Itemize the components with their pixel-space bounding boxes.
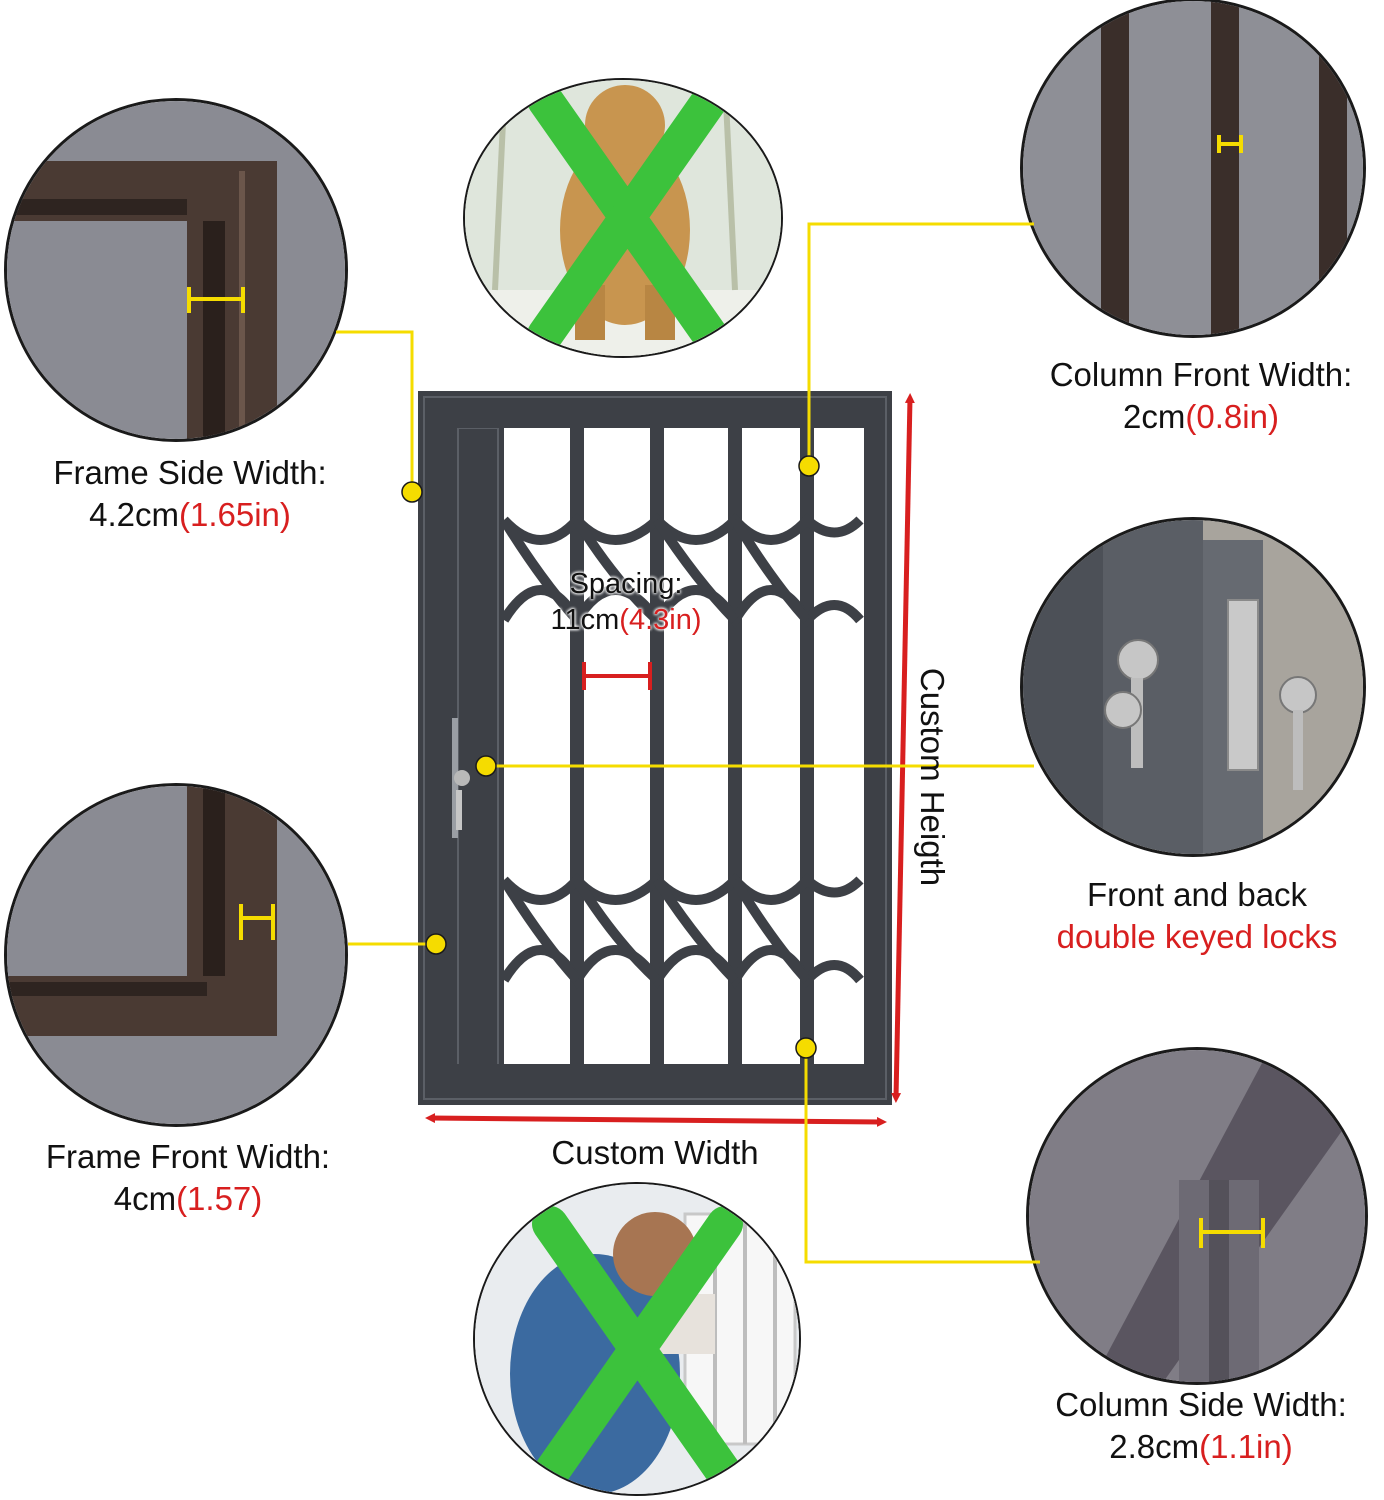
column-front-leader <box>807 222 1034 466</box>
spacing-label: Spacing: 11cm(4.3in) <box>514 566 738 638</box>
column-side-metric: 2.8cm <box>1109 1428 1200 1465</box>
spacing-title: Spacing: <box>569 568 683 600</box>
gate-columns <box>570 426 814 1078</box>
lock-detail-circle <box>1020 517 1366 857</box>
frame-front-imperial: (1.57) <box>176 1180 263 1217</box>
column-side-detail-image <box>1029 1050 1365 1382</box>
frame-front-title: Frame Front Width: <box>45 1138 331 1175</box>
spacing-marker <box>582 662 652 690</box>
frame-front-dot <box>425 933 447 955</box>
child-blocked-circle <box>473 1182 801 1496</box>
frame-side-title: Frame Side Width: <box>53 454 327 491</box>
frame-side-imperial: (1.65in) <box>178 496 291 533</box>
frame-side-detail-image <box>7 101 345 439</box>
frame-side-detail-circle <box>4 98 348 442</box>
frame-side-label: Frame Side Width: 4.2cm(1.65in) <box>10 452 370 536</box>
height-arrow <box>891 393 915 1103</box>
column-front-title: Column Front Width: <box>1049 356 1353 393</box>
column-front-imperial: (0.8in) <box>1185 398 1279 435</box>
column-side-dot <box>795 1037 817 1059</box>
frame-side-leader <box>336 330 414 492</box>
spacing-imperial: (4.3in) <box>619 604 702 636</box>
gate-stile <box>452 422 504 1078</box>
custom-height-label: Custom Heigth <box>914 667 951 887</box>
column-side-title: Column Side Width: <box>1055 1386 1347 1423</box>
locks-line2: double keyed locks <box>1056 918 1338 955</box>
column-front-metric: 2cm <box>1123 398 1186 435</box>
frame-side-dot <box>401 481 423 503</box>
frame-front-label: Frame Front Width: 4cm(1.57) <box>6 1136 370 1220</box>
frame-front-detail-image <box>7 786 345 1124</box>
frame-front-metric: 4cm <box>113 1180 177 1217</box>
child-blocked-icon <box>475 1184 799 1494</box>
spacing-metric: 11cm <box>550 604 620 636</box>
lower-lattice <box>499 872 864 990</box>
width-arrow <box>425 1113 887 1127</box>
column-side-label: Column Side Width: 2.8cm(1.1in) <box>1020 1384 1382 1468</box>
frame-front-detail-circle <box>4 783 348 1127</box>
column-side-leader <box>804 1048 1040 1264</box>
gate-lock-hardware <box>452 718 470 838</box>
column-side-imperial: (1.1in) <box>1199 1428 1293 1465</box>
lock-detail-image <box>1023 520 1363 854</box>
locks-label: Front and back double keyed locks <box>1014 874 1380 958</box>
key-icon <box>1104 639 1317 790</box>
frame-side-metric: 4.2cm <box>89 496 179 533</box>
upper-lattice <box>499 512 864 630</box>
column-front-label: Column Front Width: 2cm(0.8in) <box>1016 354 1384 438</box>
locks-line1: Front and back <box>1086 876 1308 913</box>
custom-width-label: Custom Width <box>551 1134 759 1171</box>
column-front-dot <box>798 455 820 477</box>
column-side-detail-circle <box>1026 1047 1368 1385</box>
lock-dot <box>475 755 497 777</box>
